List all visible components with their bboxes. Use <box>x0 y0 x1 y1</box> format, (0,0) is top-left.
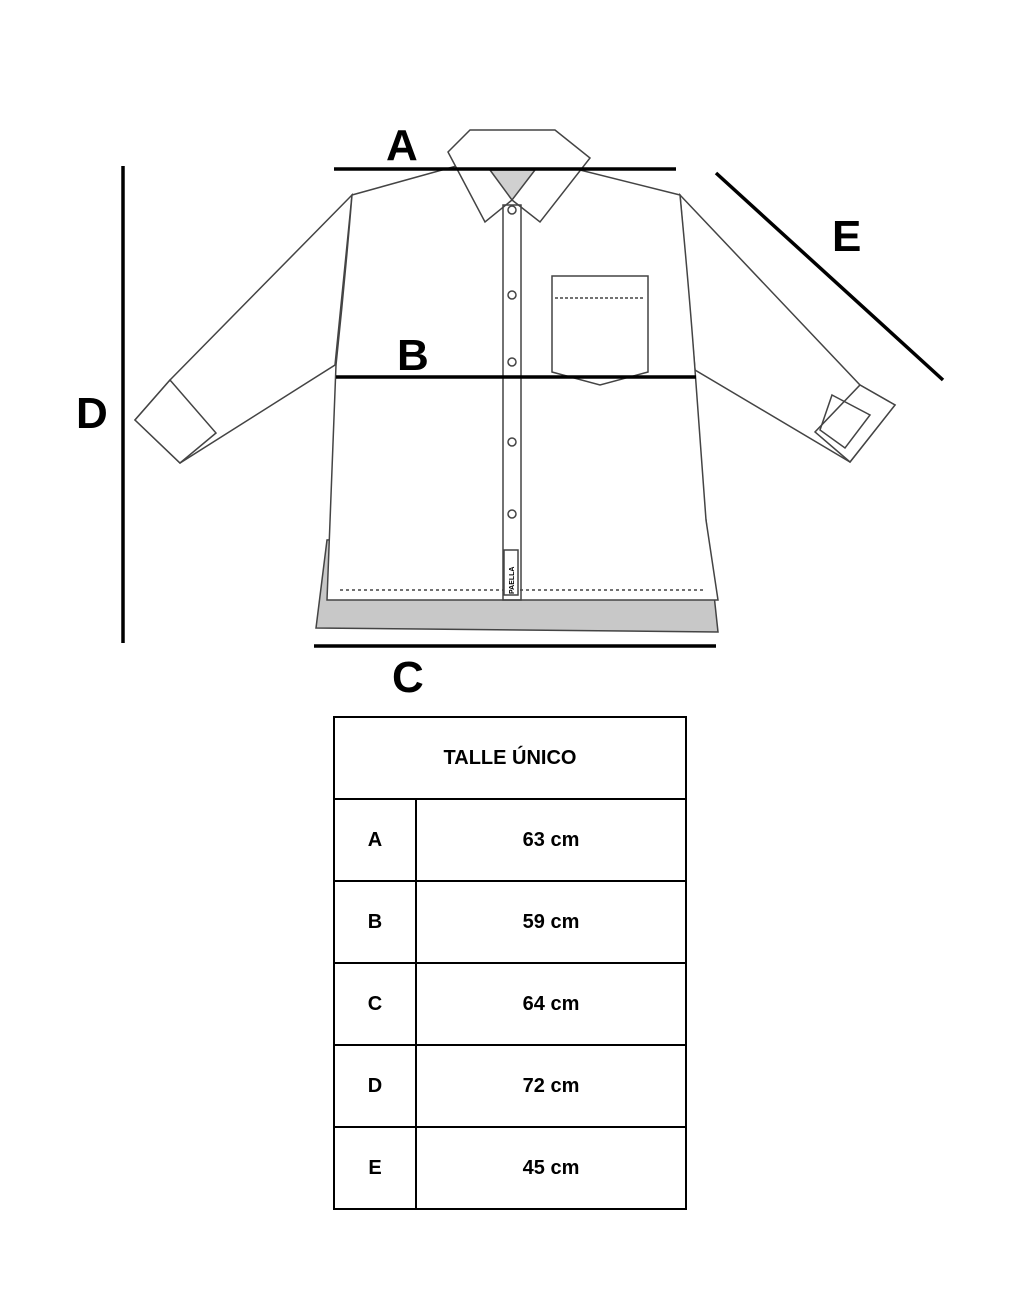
row-value: 45 cm <box>415 1126 687 1210</box>
measure-line-e <box>714 171 945 382</box>
garment-tag-text: PAELLA <box>509 567 516 594</box>
shirt-diagram: PAELLA <box>121 129 945 648</box>
row-key: A <box>333 798 417 882</box>
row-value: 72 cm <box>415 1044 687 1128</box>
label-a: A <box>386 121 418 170</box>
row-key: D <box>333 1044 417 1128</box>
row-key: C <box>333 962 417 1046</box>
label-b: B <box>397 331 429 380</box>
label-d: D <box>76 389 108 438</box>
row-value: 59 cm <box>415 880 687 964</box>
row-value: 64 cm <box>415 962 687 1046</box>
label-c: C <box>392 653 424 702</box>
row-value: 63 cm <box>415 798 687 882</box>
label-e: E <box>832 212 862 261</box>
size-table-title: TALLE ÚNICO <box>333 716 687 800</box>
row-key: E <box>333 1126 417 1210</box>
row-key: B <box>333 880 417 964</box>
